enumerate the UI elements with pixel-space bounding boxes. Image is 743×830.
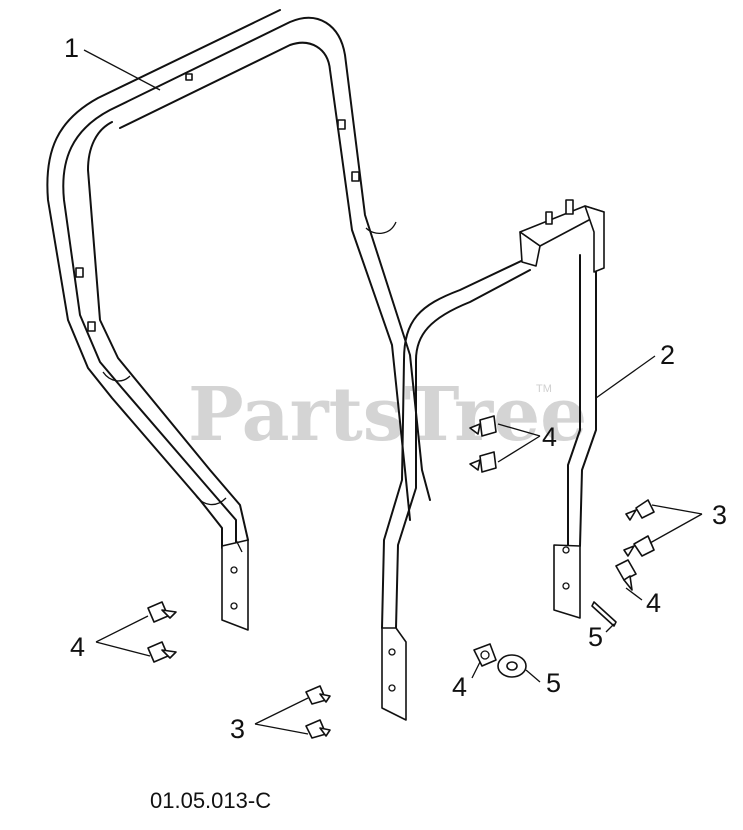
callout-4-center: 4 <box>542 422 557 452</box>
pin-5[interactable] <box>591 601 617 627</box>
bolt-4-center-lower[interactable] <box>469 451 497 473</box>
callout-4-left: 4 <box>70 632 85 662</box>
bolt-4-right[interactable] <box>615 559 637 591</box>
callout-2: 2 <box>660 340 675 370</box>
leader-lines <box>83 49 703 735</box>
bolt-4-center-upper[interactable] <box>469 415 497 437</box>
watermark-trademark: TM <box>536 383 552 395</box>
nut-4-bottom[interactable] <box>473 643 497 667</box>
callout-4-right: 4 <box>646 588 661 618</box>
bolt-4-lower-left[interactable] <box>147 641 177 663</box>
diagram-reference-code: 01.05.013-C <box>150 788 271 813</box>
callout-5-pin: 5 <box>588 622 603 652</box>
bolt-3-lower-right[interactable] <box>623 535 655 557</box>
bolt-3-upper-right[interactable] <box>625 499 655 521</box>
bolt-4-upper-left[interactable] <box>147 601 177 623</box>
callout-3-right: 3 <box>712 500 727 530</box>
rollbar-hoop-part-1[interactable] <box>46 9 431 631</box>
callout-5-washer: 5 <box>546 668 561 698</box>
washer-5[interactable] <box>497 654 527 678</box>
bolt-3-bottom-lower[interactable] <box>305 719 331 739</box>
callout-1: 1 <box>64 33 79 63</box>
callout-4-bottom: 4 <box>452 672 467 702</box>
bolt-3-bottom-upper[interactable] <box>305 685 331 705</box>
callout-3-bottom: 3 <box>230 714 245 744</box>
watermark-text: PartsTree <box>188 372 587 458</box>
rollbar-frame-part-2[interactable] <box>381 199 605 721</box>
